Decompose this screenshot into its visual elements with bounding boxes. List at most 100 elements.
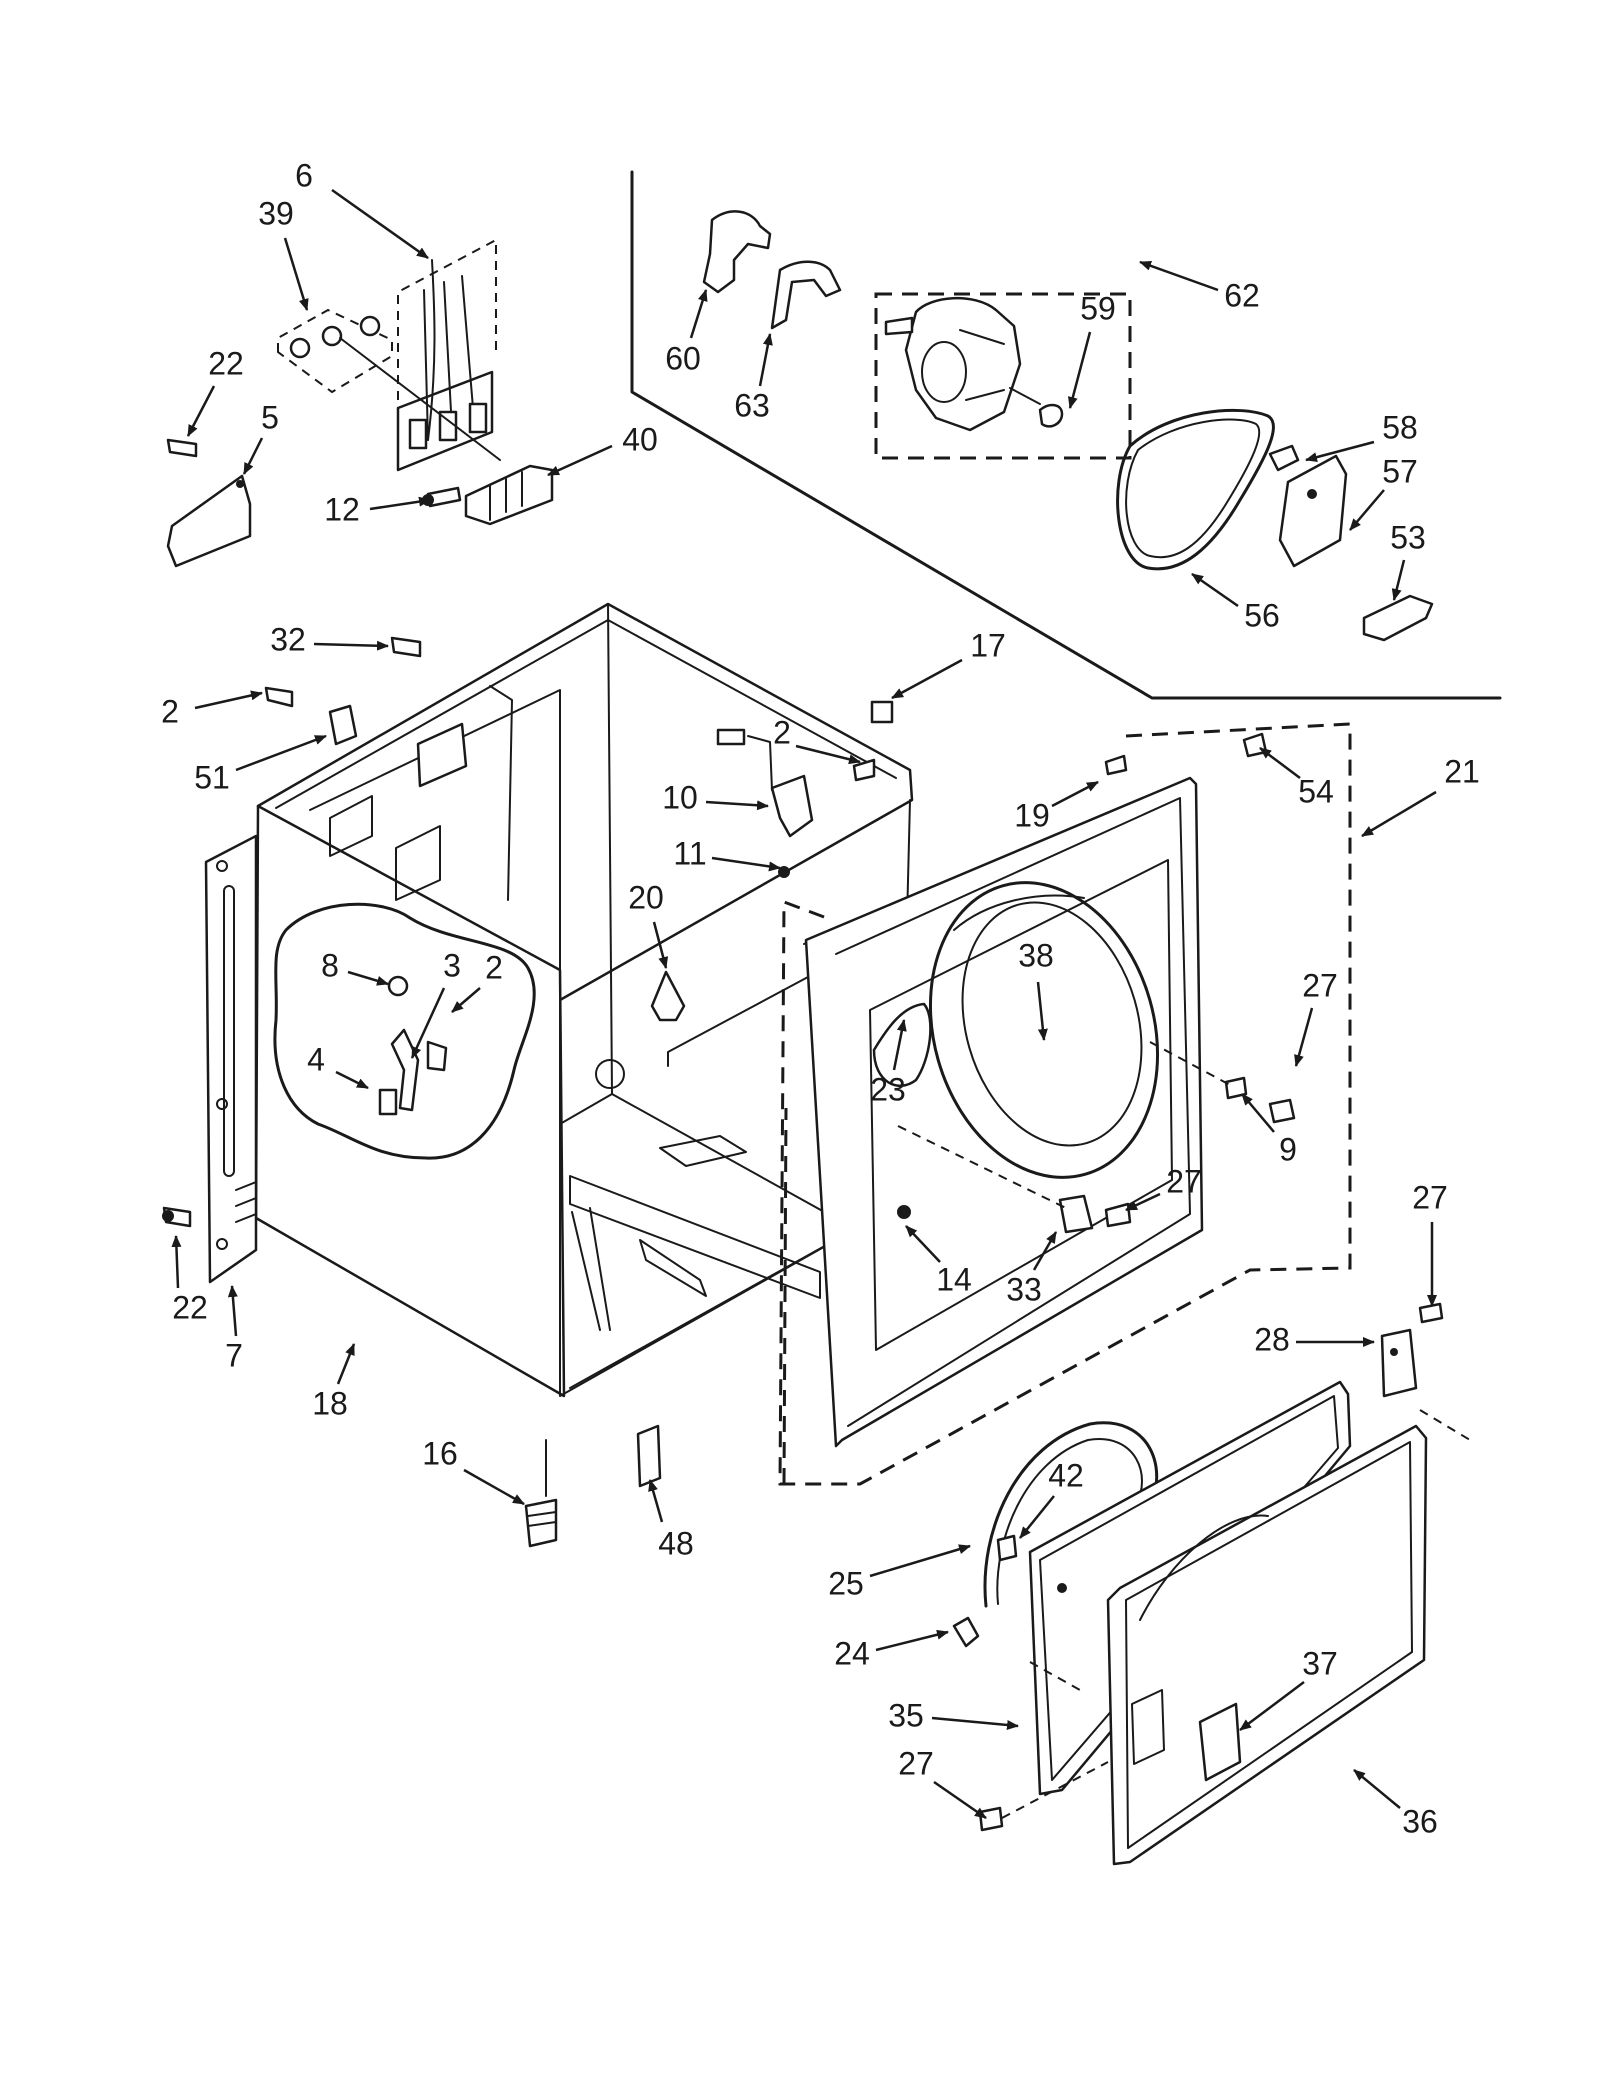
part-number-label: 37 (1302, 1645, 1338, 1681)
callout-c-39: 39 (258, 195, 309, 311)
callout-c-27d: 27 (898, 1745, 987, 1820)
callout-c-58: 58 (1305, 409, 1418, 463)
section-divider (630, 170, 1502, 700)
callout-c-42: 42 (1019, 1457, 1084, 1539)
leader-arrow (1191, 572, 1239, 608)
callout-c-6: 6 (295, 157, 429, 260)
leader-arrow (1305, 440, 1375, 463)
leader-arrow (1391, 559, 1406, 601)
callout-c-40: 40 (547, 421, 658, 477)
callout-c-12: 12 (324, 491, 431, 527)
door-switch (264, 636, 894, 1022)
leader-arrow (689, 289, 708, 339)
part-number-label: 3 (443, 947, 461, 983)
leader-arrow (331, 188, 429, 260)
leader-arrow (335, 1070, 369, 1090)
leader-arrow (905, 1225, 941, 1263)
callout-c-27a: 27 (1294, 967, 1338, 1067)
callout-c-9: 9 (1241, 1093, 1297, 1167)
part-number-label: 4 (307, 1041, 325, 1077)
callout-c-19: 19 (1014, 780, 1099, 833)
callout-c-22b: 22 (171, 1235, 208, 1325)
part-number-label: 2 (773, 714, 791, 750)
part-number-label: 60 (665, 340, 701, 376)
callout-c-48: 48 (648, 1479, 694, 1561)
leader-arrow (313, 640, 389, 651)
part-number-label: 42 (1048, 1457, 1084, 1493)
part-number-label: 9 (1279, 1131, 1297, 1167)
leader-arrow (891, 658, 963, 700)
terminal-block (422, 464, 554, 526)
leader-arrow (463, 1468, 525, 1506)
part-number-label: 35 (888, 1697, 924, 1733)
part-number-label: 2 (161, 693, 179, 729)
callout-c-10: 10 (662, 779, 769, 815)
part-number-label: 12 (324, 491, 360, 527)
part-number-label: 23 (870, 1071, 906, 1107)
part-number-label: 39 (258, 195, 294, 231)
part-number-label: 53 (1390, 519, 1426, 555)
callout-c-54: 54 (1259, 747, 1334, 809)
callout-c-21: 21 (1361, 753, 1480, 838)
part-number-label: 17 (970, 627, 1006, 663)
leader-arrow (875, 1629, 949, 1652)
callout-c-27b: 27 (1125, 1163, 1202, 1212)
part-number-label: 57 (1382, 453, 1418, 489)
callout-c-2c: 2 (451, 949, 503, 1013)
part-number-label: 40 (622, 421, 658, 457)
leader-arrow (933, 1780, 987, 1820)
part-number-label: 27 (1412, 1179, 1448, 1215)
callout-c-57: 57 (1349, 453, 1418, 531)
callout-c-14: 14 (905, 1225, 972, 1297)
callout-c-53: 53 (1390, 519, 1426, 601)
callout-c-16: 16 (422, 1435, 525, 1506)
part-number-label: 18 (312, 1385, 348, 1421)
leader-arrow (1051, 780, 1099, 808)
callout-c-4: 4 (307, 1041, 369, 1090)
leader-arrow (705, 800, 769, 811)
callout-c-2a: 2 (161, 690, 263, 729)
leader-arrow (1241, 1093, 1275, 1133)
leader-arrow (869, 1544, 971, 1578)
small-bracket (166, 438, 252, 568)
part-number-label: 56 (1244, 597, 1280, 633)
callout-c-8: 8 (321, 947, 389, 986)
leader-arrow (1239, 1681, 1305, 1731)
drive-motor-group (874, 292, 1132, 460)
leader-arrow (347, 970, 389, 986)
callout-layer: 6392254012606362595857535632251172101119… (161, 157, 1480, 1839)
part-number-label: 58 (1382, 409, 1418, 445)
leader-arrow (1019, 1495, 1055, 1539)
part-number-label: 27 (898, 1745, 934, 1781)
leader-arrow (1294, 1007, 1314, 1067)
leader-arrow (547, 444, 613, 477)
callout-c-36: 36 (1353, 1769, 1438, 1839)
part-number-label: 20 (628, 879, 664, 915)
callout-c-59: 59 (1067, 290, 1116, 409)
leader-arrow (1125, 1192, 1161, 1212)
callout-c-35: 35 (888, 1697, 1019, 1733)
leader-arrow (171, 1235, 182, 1289)
part-number-label: 36 (1402, 1803, 1438, 1839)
part-number-label: 59 (1080, 290, 1116, 326)
part-number-label: 24 (834, 1635, 870, 1671)
part-number-label: 5 (261, 399, 279, 435)
part-number-label: 28 (1254, 1321, 1290, 1357)
part-number-label: 25 (828, 1565, 864, 1601)
motor-clamp-parts (702, 210, 842, 330)
part-number-label: 62 (1224, 277, 1260, 313)
part-number-label: 51 (194, 759, 230, 795)
leader-arrow (242, 437, 264, 475)
part-number-label: 6 (295, 157, 313, 193)
callout-c-23: 23 (870, 1019, 907, 1107)
callout-c-38: 38 (1018, 937, 1054, 1041)
part-number-label: 27 (1166, 1163, 1202, 1199)
leader-arrow (758, 333, 773, 387)
leader-arrow (711, 856, 781, 872)
leader-arrow (1361, 790, 1437, 838)
leader-arrow (235, 734, 327, 772)
leader-arrow (1353, 1769, 1401, 1809)
leader-arrow (1139, 260, 1219, 292)
part-number-label: 38 (1018, 937, 1054, 973)
